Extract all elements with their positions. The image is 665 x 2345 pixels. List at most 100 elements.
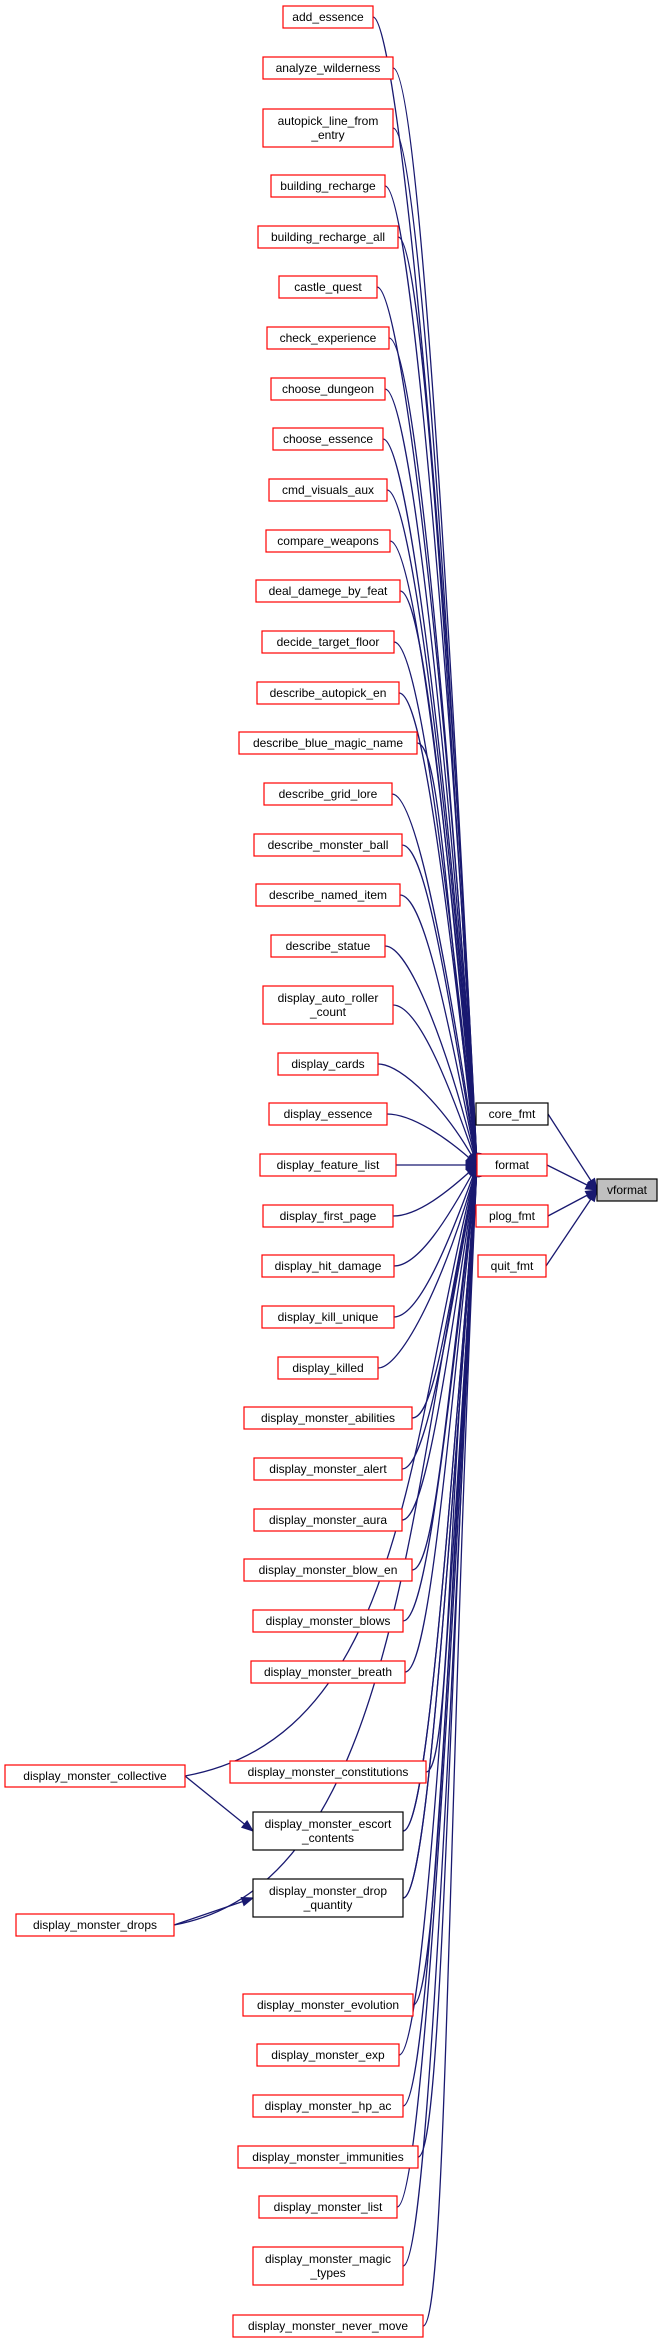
node-display-cards[interactable]: display_cards bbox=[277, 1052, 379, 1076]
node-label: describe_statue bbox=[286, 939, 371, 953]
node-quit-fmt[interactable]: quit_fmt bbox=[477, 1254, 547, 1278]
node-box bbox=[268, 478, 388, 502]
node-castle-quest[interactable]: castle_quest bbox=[278, 275, 378, 299]
node-display-monster-magic-types[interactable]: display_monster_magic_types bbox=[252, 2246, 404, 2286]
node-box bbox=[262, 108, 394, 148]
node-box bbox=[272, 427, 384, 451]
node-display-monster-escort-contents[interactable]: display_monster_escort_contents bbox=[252, 1811, 404, 1851]
node-label: choose_essence bbox=[283, 432, 373, 446]
node-label: display_monster_abilities bbox=[261, 1411, 395, 1425]
edge-check_experience-to-format bbox=[388, 337, 478, 1166]
node-decide-target-floor[interactable]: decide_target_floor bbox=[261, 630, 395, 654]
node-building-recharge[interactable]: building_recharge bbox=[270, 174, 386, 198]
node-display-monster-drops[interactable]: display_monster_drops bbox=[15, 1913, 175, 1937]
node-box bbox=[237, 2145, 419, 2169]
node-core-fmt[interactable]: core_fmt bbox=[475, 1102, 549, 1126]
node-box bbox=[252, 1609, 404, 1633]
node-box bbox=[282, 5, 374, 29]
node-box bbox=[252, 2246, 404, 2286]
node-box bbox=[229, 1760, 427, 1784]
node-analyze-wilderness[interactable]: analyze_wilderness bbox=[262, 56, 394, 80]
node-describe-autopick-en[interactable]: describe_autopick_en bbox=[256, 681, 400, 705]
edge-display_monster_escort_contents-to-format bbox=[402, 1164, 478, 1832]
node-label: display_monster_magic bbox=[265, 2252, 391, 2266]
node-display-monster-blows[interactable]: display_monster_blows bbox=[252, 1609, 404, 1633]
node-box bbox=[253, 833, 403, 857]
node-display-monster-alert[interactable]: display_monster_alert bbox=[253, 1457, 403, 1481]
node-label: display_monster_immunities bbox=[252, 2150, 403, 2164]
node-display-kill-unique[interactable]: display_kill_unique bbox=[261, 1305, 395, 1329]
edge-choose_essence-to-format bbox=[382, 438, 478, 1166]
node-label: display_auto_roller bbox=[278, 991, 379, 1005]
node-building-recharge-all[interactable]: building_recharge_all bbox=[257, 225, 399, 249]
edge-display_monster_collective-to-display_monster_escort_contents bbox=[184, 1775, 254, 1832]
node-label: display_monster_hp_ac bbox=[265, 2099, 392, 2113]
node-label: vformat bbox=[607, 1183, 648, 1197]
node-display-monster-immunities[interactable]: display_monster_immunities bbox=[237, 2145, 419, 2169]
node-display-auto-roller-count[interactable]: display_auto_roller_count bbox=[262, 985, 394, 1025]
node-box bbox=[277, 1052, 379, 1076]
edge-display_first_page-to-format bbox=[392, 1164, 478, 1217]
edge-display_monster_breath-to-format bbox=[404, 1164, 478, 1673]
node-label: display_monster_evolution bbox=[257, 1998, 399, 2012]
node-describe-statue[interactable]: describe_statue bbox=[270, 934, 386, 958]
node-display-monster-breath[interactable]: display_monster_breath bbox=[250, 1660, 406, 1684]
node-box bbox=[261, 1254, 395, 1278]
node-display-monster-constitutions[interactable]: display_monster_constitutions bbox=[229, 1760, 427, 1784]
node-plog-fmt[interactable]: plog_fmt bbox=[475, 1204, 549, 1228]
edge-autopick_line_from_entry-to-format bbox=[392, 127, 478, 1166]
edge-display_monster_drop_quantity-to-format bbox=[402, 1164, 478, 1899]
node-label: display_monster_collective bbox=[23, 1769, 167, 1783]
edge-quit_fmt-to-vformat bbox=[545, 1189, 598, 1267]
node-label: decide_target_floor bbox=[277, 635, 380, 649]
node-label: core_fmt bbox=[489, 1107, 536, 1121]
node-label: _quantity bbox=[303, 1898, 353, 1912]
node-check-experience[interactable]: check_experience bbox=[266, 326, 390, 350]
node-box bbox=[270, 377, 386, 401]
node-label: autopick_line_from bbox=[278, 114, 379, 128]
node-compare-weapons[interactable]: compare_weapons bbox=[265, 529, 391, 553]
node-display-monster-aura[interactable]: display_monster_aura bbox=[253, 1508, 403, 1532]
node-display-monster-exp[interactable]: display_monster_exp bbox=[256, 2043, 400, 2067]
node-label: display_monster_list bbox=[274, 2200, 383, 2214]
node-label: describe_grid_lore bbox=[279, 787, 378, 801]
node-label: choose_dungeon bbox=[282, 382, 374, 396]
node-display-hit-damage[interactable]: display_hit_damage bbox=[261, 1254, 395, 1278]
node-describe-monster-ball[interactable]: describe_monster_ball bbox=[253, 833, 403, 857]
node-label: analyze_wilderness bbox=[276, 61, 381, 75]
node-describe-named-item[interactable]: describe_named_item bbox=[255, 883, 401, 907]
node-vformat[interactable]: vformat bbox=[596, 1178, 658, 1202]
node-label: building_recharge bbox=[280, 179, 376, 193]
node-choose-essence[interactable]: choose_essence bbox=[272, 427, 384, 451]
node-describe-grid-lore[interactable]: describe_grid_lore bbox=[263, 782, 393, 806]
node-label: building_recharge_all bbox=[271, 230, 385, 244]
edge-display_essence-to-format bbox=[386, 1113, 478, 1166]
node-display-monster-list[interactable]: display_monster_list bbox=[258, 2195, 398, 2219]
node-label: display_hit_damage bbox=[275, 1259, 382, 1273]
node-display-essence[interactable]: display_essence bbox=[268, 1102, 388, 1126]
node-display-monster-never-move[interactable]: display_monster_never_move bbox=[232, 2314, 424, 2338]
node-choose-dungeon[interactable]: choose_dungeon bbox=[270, 377, 386, 401]
node-display-monster-blow-en[interactable]: display_monster_blow_en bbox=[243, 1558, 413, 1582]
node-display-feature-list[interactable]: display_feature_list bbox=[259, 1153, 397, 1177]
node-label: display_essence bbox=[284, 1107, 373, 1121]
node-label: plog_fmt bbox=[489, 1209, 536, 1223]
node-deal-damege-by-feat[interactable]: deal_damege_by_feat bbox=[255, 579, 401, 603]
node-add-essence[interactable]: add_essence bbox=[282, 5, 374, 29]
node-display-first-page[interactable]: display_first_page bbox=[262, 1204, 394, 1228]
node-display-monster-collective[interactable]: display_monster_collective bbox=[4, 1764, 186, 1788]
node-box bbox=[253, 1508, 403, 1532]
node-display-monster-evolution[interactable]: display_monster_evolution bbox=[242, 1993, 414, 2017]
edge-display_monster_magic_types-to-format bbox=[402, 1164, 478, 2267]
node-autopick-line-from-entry[interactable]: autopick_line_from_entry bbox=[262, 108, 394, 148]
node-describe-blue-magic-name[interactable]: describe_blue_magic_name bbox=[238, 731, 418, 755]
node-display-monster-abilities[interactable]: display_monster_abilities bbox=[243, 1406, 413, 1430]
node-display-monster-drop-quantity[interactable]: display_monster_drop_quantity bbox=[252, 1878, 404, 1918]
edge-display_monster_hp_ac-to-format bbox=[402, 1164, 478, 2107]
node-label: display_monster_blow_en bbox=[259, 1563, 398, 1577]
node-format[interactable]: format bbox=[476, 1153, 548, 1177]
node-cmd-visuals-aux[interactable]: cmd_visuals_aux bbox=[268, 478, 388, 502]
node-box bbox=[262, 56, 394, 80]
node-display-killed[interactable]: display_killed bbox=[277, 1356, 379, 1380]
node-display-monster-hp-ac[interactable]: display_monster_hp_ac bbox=[252, 2094, 404, 2118]
